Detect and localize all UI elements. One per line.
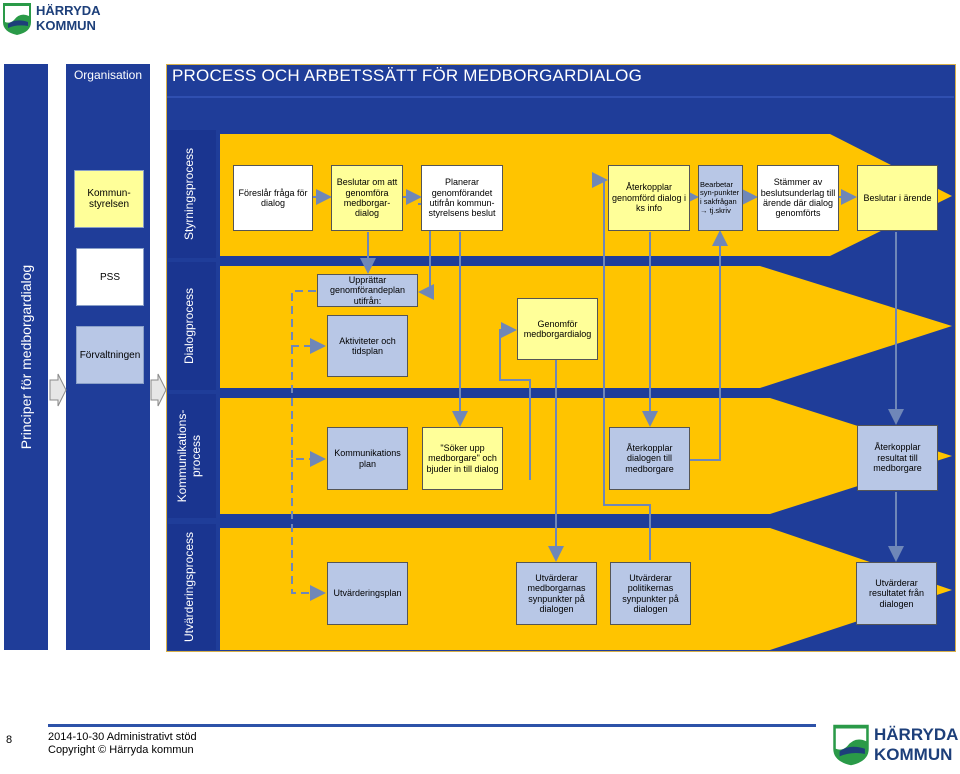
box-komm-plan: Kommunikations plan — [327, 427, 408, 490]
box-utv-plan: Utvärderingsplan — [327, 562, 408, 625]
footer-divider — [48, 724, 816, 727]
footer-logo-line2: KOMMUN — [874, 745, 953, 764]
principer-column: Principer för medborgardialog — [4, 64, 48, 650]
header-logo: HÄRRYDA KOMMUN — [2, 2, 112, 36]
logo-text-line2: KOMMUN — [36, 18, 96, 33]
page-number: 8 — [6, 734, 13, 746]
harryda-emblem-icon — [833, 724, 869, 766]
org-forvaltningen: Förvaltningen — [76, 326, 144, 384]
footer-text: 2014-10-30 Administrativt stöd Copyright… — [48, 731, 197, 757]
box-aktiviteter: Aktiviteter och tidsplan — [327, 315, 408, 377]
footer-copyright: Copyright © Härryda kommun — [48, 744, 194, 757]
lane-label-styrning: Styrningsprocess — [182, 147, 197, 241]
logo-text-line1: HÄRRYDA — [36, 3, 101, 18]
lane-label-kommunikation: Kommunikations- process — [175, 409, 203, 503]
org-pss: PSS — [76, 248, 144, 306]
box-utv-resultat: Utvärderar resultatet från dialogen — [856, 562, 937, 625]
lane-styrning — [220, 134, 952, 256]
page-title: PROCESS OCH ARBETSSÄTT FÖR MEDBORGARDIAL… — [172, 66, 642, 85]
box-foreslar: Föreslår fråga för dialog — [233, 165, 313, 231]
footer-date-line: 2014-10-30 Administrativt stöd — [48, 731, 197, 743]
arrow-org-to-frame — [150, 373, 167, 407]
harryda-emblem-icon — [3, 3, 31, 35]
box-planerar: Planerar genomförandet utifrån kommun-st… — [421, 165, 503, 231]
box-genomfor: Genomför medborgardialog — [517, 298, 598, 360]
box-aterkopplar-ks: Återkopplar genomförd dialog i ks info — [608, 165, 690, 231]
box-utv-pol: Utvärderar politikernas synpunkter på di… — [610, 562, 691, 625]
footer-logo-line1: HÄRRYDA — [874, 725, 959, 744]
box-stammer: Stämmer av beslutsunderlag till ärende d… — [757, 165, 839, 231]
box-upprattar: Upprättar genomförandeplan utifrån: — [317, 274, 418, 307]
organisation-header: Organisation — [73, 68, 143, 82]
box-aterkopplar-dialog: Återkopplar dialogen till medborgare — [609, 427, 690, 490]
footer-logo: HÄRRYDA KOMMUN — [832, 722, 958, 770]
box-bearbetar: Bearbetar syn-punkter i sakfrågan → tj.s… — [698, 165, 743, 231]
box-utv-medb: Utvärderar medborgarnas synpunkter på di… — [516, 562, 597, 625]
box-aterkopplar-resultat: Återkopplar resultat till medborgare — [857, 425, 938, 491]
lane-label-utvardering: Utvärderingsprocess — [182, 531, 197, 643]
organisation-column: Organisation Kommun- styrelsen PSS Förva… — [66, 64, 150, 650]
box-beslutar-om: Beslutar om att genomföra medborgar-dial… — [331, 165, 403, 231]
arrow-principer-to-org — [49, 373, 67, 407]
org-kommunstyrelsen: Kommun- styrelsen — [74, 170, 144, 228]
box-beslutar-i: Beslutar i ärende — [857, 165, 938, 231]
box-soker: "Söker upp medborgare" och bjuder in til… — [422, 427, 503, 490]
lane-label-dialog: Dialogprocess — [182, 287, 197, 365]
